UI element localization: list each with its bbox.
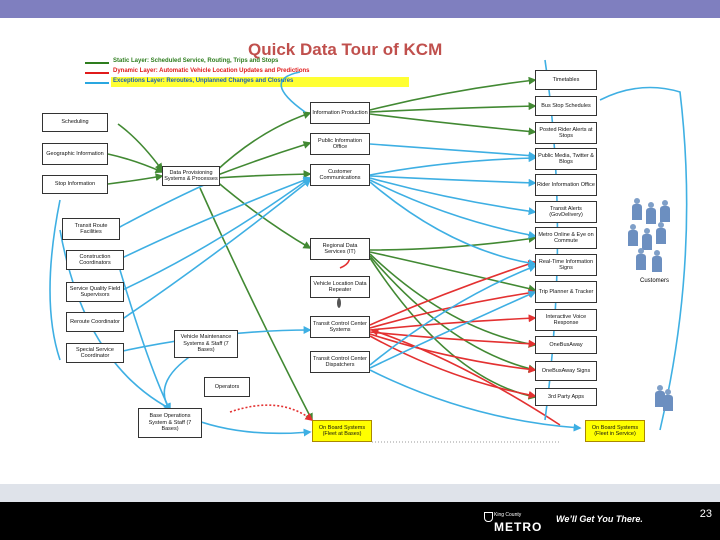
box-tcc-dispatchers: Transit Control Center Dispatchers [310, 351, 370, 373]
line-infoprod-loop [280, 71, 306, 113]
slide-title: Quick Data Tour of KCM [248, 40, 443, 59]
box-onebusaway: OneBusAway [535, 336, 597, 354]
box-onboard-fleet-in-service: On Board Systems (Fleet in Service) [585, 420, 645, 442]
legend-dynamic: Dynamic Layer: Automatic Vehicle Locatio… [85, 68, 415, 77]
line-prov-to-regional [214, 179, 312, 249]
customer-small-icon [655, 385, 675, 415]
line-infoprod-to-busstop [369, 102, 537, 113]
box-data-provisioning: Data Provisioning Systems & Processes [162, 166, 220, 186]
line-prov-to-custcomm [214, 170, 312, 179]
box-posted-rider-alerts: Posted Rider Alerts at Stops [535, 122, 597, 144]
small-connector-dot [337, 298, 341, 308]
line-disp-to-onboard [369, 369, 582, 432]
legend-highlight [111, 77, 409, 87]
line-scheduling-to-provisioning [117, 123, 163, 172]
legend-dynamic-label: Dynamic Layer: Automatic Vehicle Locatio… [113, 68, 310, 74]
legend-exceptions-label: Exceptions Layer: Reroutes, Unplanned Ch… [113, 78, 294, 84]
box-transit-alerts: Transit Alerts (GovDelivery) [535, 201, 597, 223]
box-scheduling: Scheduling [42, 113, 108, 132]
line-custcomm-to-riderinfo [369, 175, 537, 187]
line-regional-to-tripplanner [369, 251, 537, 293]
box-trip-planner: Trip Planner & Tracker [535, 281, 597, 303]
box-vehicle-location-repeater: Vehicle Location Data Repeater [310, 276, 370, 298]
box-third-party-apps: 3rd Party Apps [535, 388, 597, 406]
box-service-quality: Service Quality Field Supervisors [66, 282, 124, 302]
legend-static: Static Layer: Scheduled Service, Routing… [85, 58, 415, 67]
box-rider-information-office: Rider Information Office [535, 174, 597, 196]
box-customer-communications: Customer Communications [310, 164, 370, 186]
box-construction-coordinators: Construction Coordinators [66, 250, 124, 270]
line-disp-to-realtime [369, 264, 537, 366]
box-public-information-office: Public Information Office [310, 133, 370, 155]
box-onboard-fleet-at-bases: On Board Systems (Fleet at Bases) [312, 420, 372, 442]
line-onboard-to-tcc [370, 328, 561, 426]
line-facilities-to-prov [117, 178, 217, 229]
logo-metro: METRO [494, 520, 543, 534]
box-stop-information: Stop Information [42, 175, 108, 194]
box-bus-stop-schedules: Bus Stop Schedules [535, 96, 597, 116]
legend-dynamic-line [85, 72, 109, 74]
line-pio-to-media [369, 143, 537, 160]
box-reroute-coordinator: Reroute Coordinator [66, 312, 124, 332]
line-infoprod-to-posted [369, 113, 537, 136]
line-construction-to-custcomm [117, 176, 312, 261]
box-ivr: Interactive Voice Response [535, 309, 597, 331]
legend-static-label: Static Layer: Scheduled Service, Routing… [113, 58, 279, 64]
line-tcc-to-realtime [369, 260, 537, 326]
line-tcc-to-obasigns [369, 333, 537, 374]
line-tcc-to-ivr [369, 314, 537, 331]
box-public-media: Public Media, Twitter & Blogs [535, 148, 597, 170]
line-vm-to-base [163, 349, 201, 412]
line-ops-to-onboard [229, 404, 314, 421]
line-right-loop [599, 86, 688, 431]
box-regional-data-services: Regional Data Services (IT) [310, 238, 370, 260]
line-disp-to-tripplanner [369, 290, 537, 369]
line-tcc-to-3rdparty [369, 335, 537, 399]
box-geographic-information: Geographic Information [42, 143, 108, 165]
line-geo-to-provisioning [107, 153, 164, 174]
line-infoprod-to-timetables [369, 76, 537, 111]
line-prov-to-infoprod [214, 111, 312, 173]
tagline: We’ll Get You There. [556, 514, 643, 524]
customers-icon [628, 198, 678, 274]
box-base-operations: Base Operations System & Staff (7 Bases) [138, 408, 202, 438]
line-sq-to-custcomm [117, 177, 312, 293]
line-regional-to-oba [369, 253, 537, 348]
footer: King County METRO We’ll Get You There. 2… [0, 502, 720, 540]
box-metro-online: Metro Online & Eye on Commute [535, 227, 597, 249]
box-information-production: Information Production [310, 102, 370, 124]
crown-icon [484, 512, 493, 522]
line-stop-to-provisioning [107, 173, 164, 185]
line-custcomm-to-media [369, 154, 537, 176]
box-transit-route-facilities: Transit Route Facilities [62, 218, 120, 240]
box-realtime-signs: Real-Time Information Signs [535, 254, 597, 276]
line-tcc-to-oba [369, 331, 537, 348]
box-tcc-systems: Transit Control Center Systems [310, 316, 370, 338]
line-regional-to-online [369, 234, 537, 251]
line-facilities-to-base [119, 269, 171, 412]
line-prov-to-pio [214, 141, 312, 177]
line-reroute-to-custcomm [117, 179, 312, 323]
line-custcomm-to-realtime [369, 181, 537, 267]
logo-king-county: King County [494, 512, 522, 518]
box-operators: Operators [204, 377, 250, 397]
line-regional-to-obasigns [369, 255, 537, 373]
customers-label: Customers [640, 278, 670, 284]
top-accent-bar [0, 0, 720, 18]
page-number: 23 [699, 508, 712, 520]
box-vehicle-maintenance: Vehicle Maintenance Systems & Staff (7 B… [174, 330, 238, 358]
legend-exceptions-line [85, 82, 109, 84]
box-onebusaway-signs: OneBusAway Signs [535, 361, 597, 381]
line-left-loop [49, 199, 61, 361]
box-timetables: Timetables [535, 70, 597, 90]
line-custcomm-to-alerts [369, 177, 537, 216]
bottom-accent-bar [0, 484, 720, 502]
legend-exceptions: Exceptions Layer: Reroutes, Unplanned Ch… [85, 77, 415, 87]
line-custcomm-to-online [369, 179, 537, 239]
legend-static-line [85, 62, 109, 64]
box-special-service: Special Service Coordinator [66, 343, 124, 363]
